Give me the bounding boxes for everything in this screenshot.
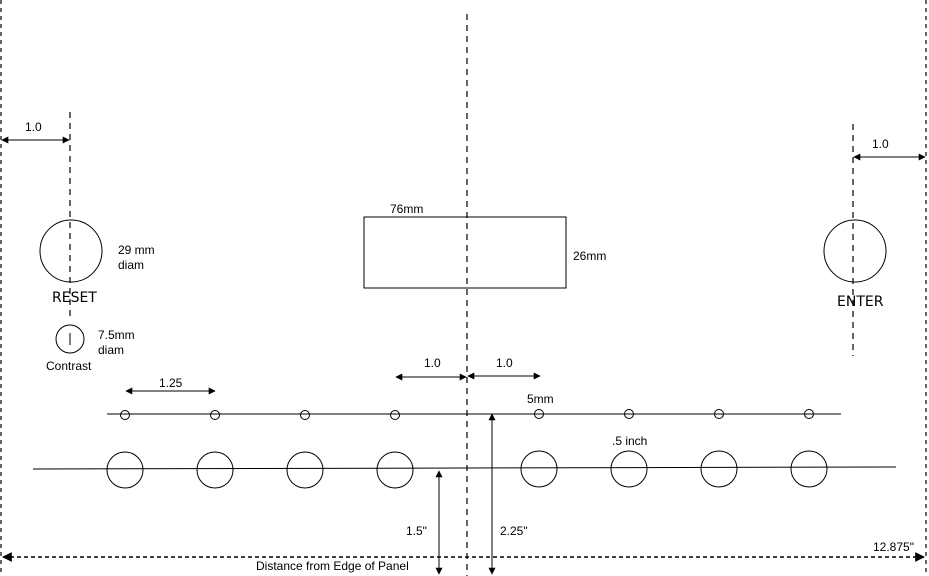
small-hole-5	[534, 409, 544, 419]
display-height-label: 26mm	[573, 249, 606, 263]
small-hole-1	[120, 410, 130, 420]
reset-diam-line2: diam	[118, 258, 144, 272]
right-margin-label: 1.0	[872, 137, 889, 151]
large-hole-label: .5 inch	[612, 434, 647, 448]
panel-caption: Distance from Edge of Panel	[256, 559, 409, 573]
contrast-knob-hole	[55, 324, 85, 354]
row1-height-label: 1.5"	[406, 524, 427, 538]
row2-height-label: 2.25"	[500, 524, 528, 538]
contrast-diam-line2: diam	[98, 343, 124, 357]
reset-diam-line1: 29 mm	[118, 243, 155, 257]
large-hole-7	[700, 450, 738, 488]
large-hole-2	[196, 451, 234, 489]
panel-width-label: 12.875"	[873, 540, 914, 554]
contrast-diam-line1: 7.5mm	[98, 328, 135, 342]
large-hole-6	[610, 450, 648, 488]
small-hole-7	[714, 409, 724, 419]
reset-label: RESET	[52, 290, 97, 306]
display-cutout	[363, 216, 567, 289]
contrast-label: Contrast	[46, 359, 92, 373]
small-hole-4	[390, 410, 400, 420]
center-right-offset-label: 1.0	[496, 356, 513, 370]
enter-label: ENTER	[837, 294, 884, 310]
small-hole-2	[210, 410, 220, 420]
large-hole-row-line	[32, 466, 897, 470]
small-hole-3	[300, 410, 310, 420]
large-hole-8	[790, 450, 828, 488]
center-left-offset-label: 1.0	[424, 356, 441, 370]
large-hole-4	[376, 451, 414, 489]
large-hole-3	[286, 451, 324, 489]
small-hole-label: 5mm	[527, 392, 554, 406]
small-hole-6	[624, 409, 634, 419]
large-hole-1	[106, 451, 144, 489]
small-spacing-label: 1.25	[159, 376, 183, 390]
small-hole-8	[804, 409, 814, 419]
large-hole-5	[520, 450, 558, 488]
display-width-label: 76mm	[390, 202, 423, 216]
enter-button-hole	[823, 219, 887, 283]
reset-button-hole	[39, 219, 103, 283]
left-margin-label: 1.0	[25, 120, 42, 134]
